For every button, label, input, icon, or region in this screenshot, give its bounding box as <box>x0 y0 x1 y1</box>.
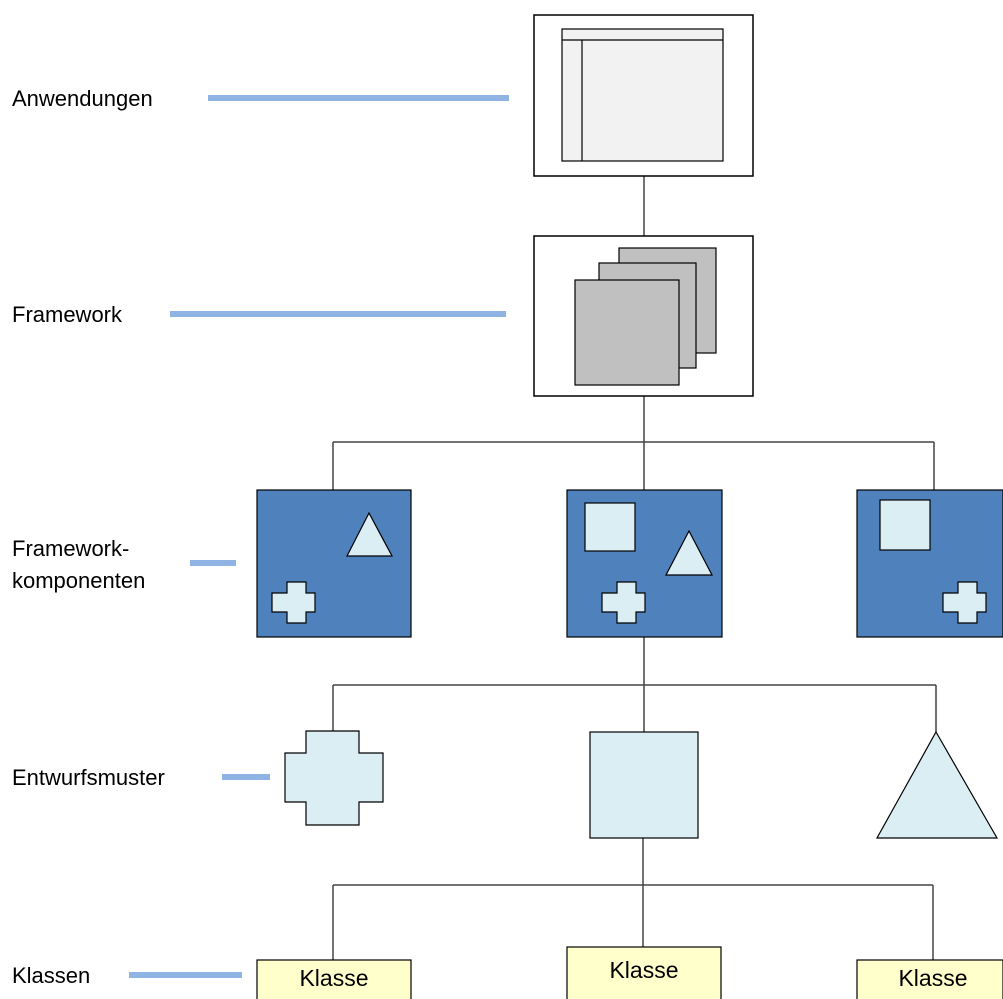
label-entwurfsmuster: Entwurfsmuster <box>12 765 165 790</box>
label-frameworkkomponenten-line1: Framework- <box>12 536 129 561</box>
framework-component-right <box>856 489 1003 638</box>
triangle-pattern-icon <box>875 730 999 839</box>
triangle-icon <box>665 529 713 576</box>
triangle-icon <box>346 511 394 557</box>
connectors <box>332 176 937 960</box>
stacked-pages-icon <box>574 247 717 386</box>
application-node <box>533 14 754 177</box>
klasse-box-right: Klasse <box>856 959 1003 999</box>
application-window-icon <box>561 28 724 162</box>
framework-component-left <box>256 489 412 638</box>
klasse-label: Klasse <box>898 965 967 991</box>
label-framework: Framework <box>12 302 123 327</box>
label-klassen: Klassen <box>12 963 90 988</box>
cross-icon <box>271 581 316 624</box>
klasse-label: Klasse <box>299 965 368 991</box>
klasse-box-left: Klasse <box>256 959 412 999</box>
framework-node <box>533 235 754 397</box>
cross-icon <box>942 581 987 624</box>
framework-component-center <box>566 489 723 638</box>
square-icon <box>879 499 931 551</box>
square-icon <box>584 502 636 552</box>
label-frameworkkomponenten-line2: komponenten <box>12 568 145 593</box>
klasse-box-center: Klasse <box>566 946 722 999</box>
square-pattern-icon <box>589 731 699 839</box>
cross-icon <box>601 581 646 624</box>
klasse-label: Klasse <box>609 957 678 983</box>
cross-pattern-icon <box>284 730 384 826</box>
label-anwendungen: Anwendungen <box>12 86 153 111</box>
